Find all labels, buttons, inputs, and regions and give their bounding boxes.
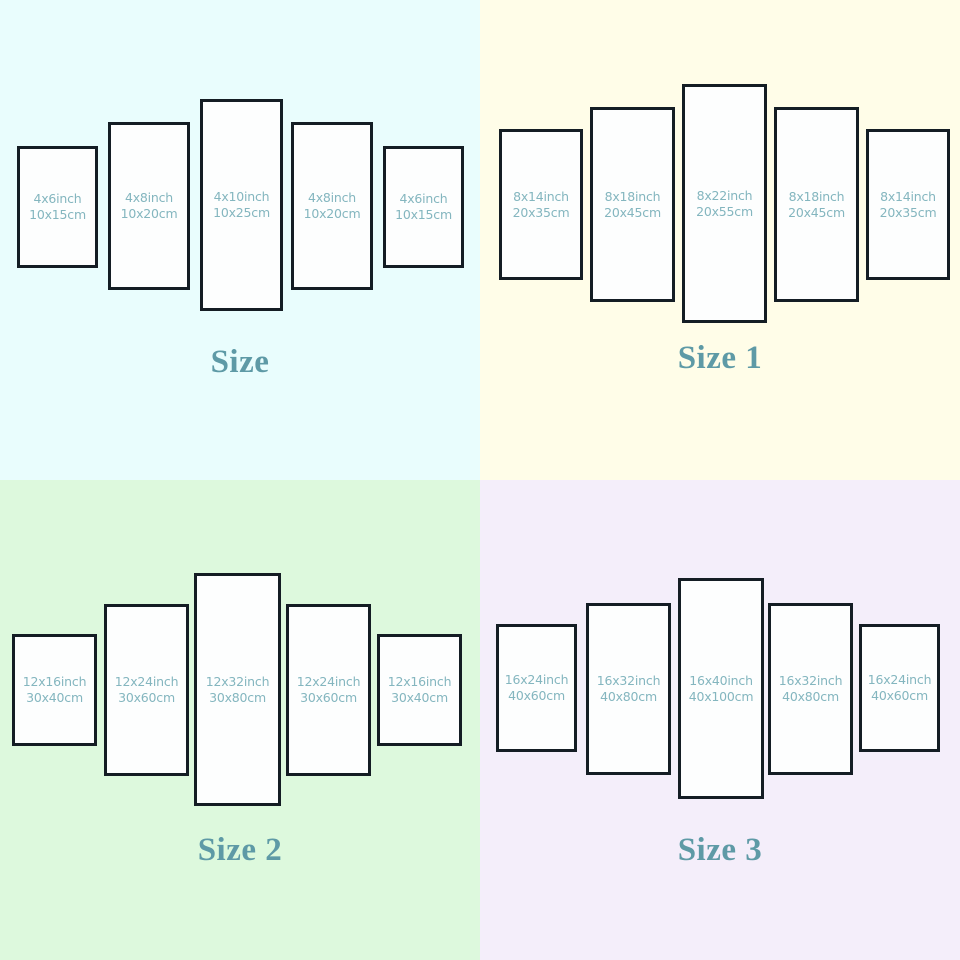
panel-size-cm: 20x45cm [788,204,845,220]
panel-size-cm: 20x35cm [512,204,570,220]
panel-size-inch: 12x24inch [296,674,361,690]
panel-size-inch: 4x10inch [213,189,270,205]
panel-size-inch: 8x14inch [880,188,936,204]
quadrant-title-size-2: Size 2 [197,832,283,868]
panel-size-cm: 10x20cm [120,206,178,221]
panel-size-inch: 8x14inch [513,188,569,204]
panel-size-inch: 8x18inch [788,188,845,204]
quadrant-title-size-1: Size 1 [677,340,763,376]
panel-size-cm: 40x60cm [871,688,928,703]
panel-size-inch: 12x16inch [22,674,87,690]
panel-size-inch: 16x32inch [596,673,661,689]
panel-size-cm: 10x20cm [303,206,361,221]
panel-size-inch: 4x6inch [399,191,448,207]
panel-size-cm: 30x60cm [300,690,357,705]
panel-size-inch: 4x6inch [33,191,82,207]
panel-size-inch: 12x32inch [205,673,270,689]
panel-size-cm: 10x15cm [29,207,86,222]
panel-size-cm: 40x100cm [688,688,754,704]
panel-size-cm: 10x25cm [213,205,270,220]
panel-size-cm: 30x40cm [391,690,448,705]
panel-size-cm: 40x80cm [600,689,657,704]
panel-size-inch: 16x24inch [504,672,569,688]
panel-size-cm: 30x80cm [209,689,266,705]
panel-size-inch: 4x8inch [307,190,357,206]
panel-size-inch: 8x22inch [696,187,753,203]
panel-size-cm: 40x80cm [782,689,839,704]
quadrant-title-size-3: Size 3 [677,832,763,868]
panel-size-cm: 20x45cm [604,204,661,220]
panel-size-inch: 4x8inch [124,190,174,206]
panel-size-cm: 30x40cm [26,690,83,705]
panel-size-inch: 12x24inch [114,674,179,690]
panel-size-inch: 16x40inch [689,672,753,688]
panel-size-inch: 12x16inch [387,674,452,690]
panel-size-inch: 8x18inch [604,188,661,204]
panel-size-cm: 10x15cm [395,207,452,222]
panel-size-cm: 20x35cm [879,204,937,220]
panel-size-cm: 20x55cm [696,203,753,219]
quadrant-title-size: Size [210,344,270,380]
panel-size-inch: 16x32inch [778,673,843,689]
panel-size-cm: 40x60cm [508,688,565,703]
panel-size-inch: 16x24inch [867,672,932,688]
panel-size-cm: 30x60cm [118,690,175,705]
